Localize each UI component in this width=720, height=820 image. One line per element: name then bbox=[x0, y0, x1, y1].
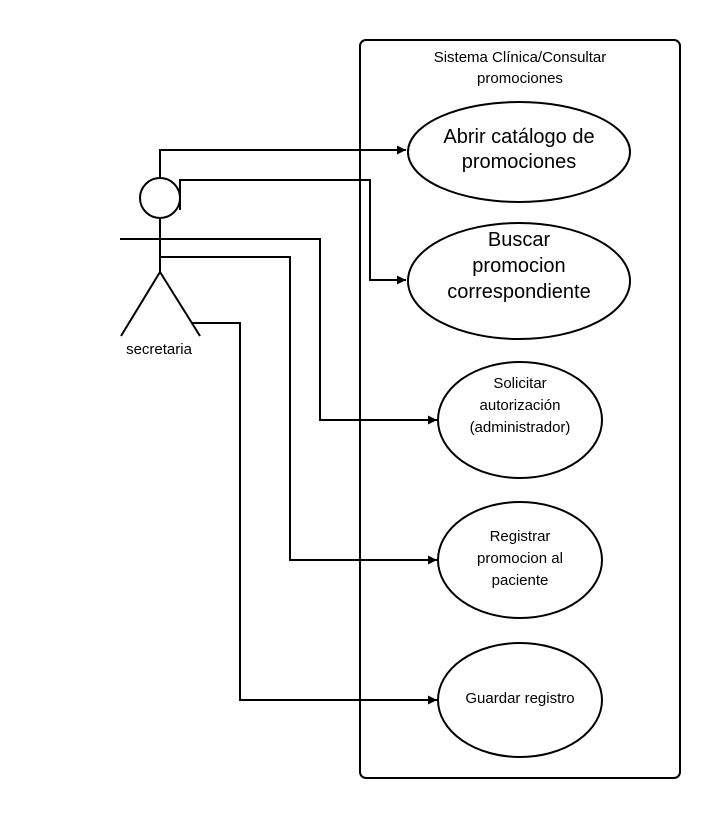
use-case-label: Registrar bbox=[490, 528, 551, 545]
connector-solicitar-autorizacion bbox=[200, 238, 437, 425]
actor-label: secretaria bbox=[126, 341, 193, 358]
use-case-label: promocion al bbox=[477, 550, 563, 567]
connector-registrar-promocion bbox=[160, 256, 437, 565]
actor-head bbox=[139, 177, 181, 219]
use-case-ellipse bbox=[437, 642, 603, 758]
use-case-ellipse bbox=[407, 222, 631, 340]
use-case-ellipse bbox=[437, 361, 603, 479]
system-boundary[interactable] bbox=[359, 39, 681, 779]
system-title-line2: promociones bbox=[477, 70, 563, 87]
actor-right-leg bbox=[159, 271, 201, 337]
system-title-line1: Sistema Clínica/Consultar bbox=[434, 49, 607, 66]
use-case-label: promocion bbox=[472, 255, 565, 277]
use-case-ellipse bbox=[437, 501, 603, 619]
connector-guardar-registro bbox=[192, 322, 437, 705]
use-case-label: Solicitar bbox=[493, 375, 546, 392]
use-case-label: (administrador) bbox=[470, 419, 571, 436]
use-case-label: promociones bbox=[462, 151, 577, 173]
connector-buscar-promocion bbox=[179, 179, 406, 285]
use-case-solicitar-autorizacion[interactable]: Solicitar autorización (administrador) bbox=[437, 361, 603, 479]
use-case-registrar-promocion[interactable]: Registrar promocion al paciente bbox=[437, 501, 603, 619]
actor-left-leg bbox=[120, 271, 161, 337]
use-case-label: paciente bbox=[492, 572, 549, 589]
actor-secretaria[interactable] bbox=[120, 177, 201, 337]
use-case-abrir-catalogo[interactable]: Abrir catálogo de promociones bbox=[407, 101, 631, 203]
connector-abrir-catalogo bbox=[159, 145, 406, 178]
use-case-label: Buscar bbox=[488, 229, 551, 251]
use-case-label: correspondiente bbox=[447, 281, 590, 303]
use-case-label: Guardar registro bbox=[465, 690, 574, 707]
use-case-label: Abrir catálogo de bbox=[443, 126, 594, 148]
use-case-buscar-promocion[interactable]: Buscar promocion correspondiente bbox=[407, 222, 631, 340]
use-case-guardar-registro[interactable]: Guardar registro bbox=[437, 642, 603, 758]
use-case-ellipse bbox=[407, 101, 631, 203]
use-case-label: autorización bbox=[480, 397, 561, 414]
